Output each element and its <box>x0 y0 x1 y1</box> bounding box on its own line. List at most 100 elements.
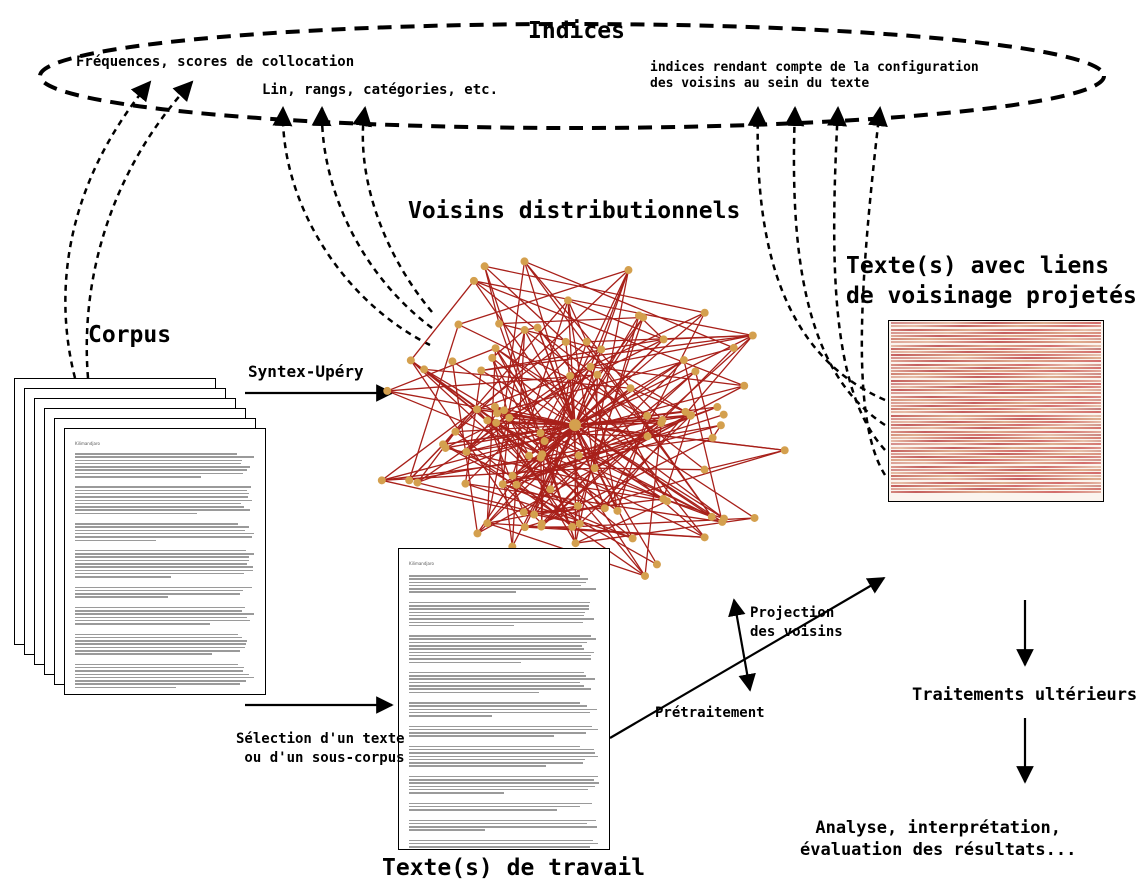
network-node <box>597 345 606 354</box>
corpus-title: Corpus <box>88 322 172 348</box>
network-node <box>659 335 668 344</box>
network-edge <box>484 266 577 544</box>
network-node <box>719 410 728 419</box>
text-paragraph <box>75 633 255 657</box>
projected-text-line <box>891 421 1101 423</box>
network-edge <box>590 334 753 368</box>
network-edge <box>458 269 629 326</box>
network-node <box>641 571 650 580</box>
projected-text-line <box>891 334 1101 337</box>
text-paragraph <box>75 453 255 479</box>
projected-text-line <box>891 446 1101 449</box>
network-node <box>472 405 481 414</box>
network-node <box>406 356 415 365</box>
network-node <box>729 343 738 352</box>
projected-text-line <box>891 456 1101 459</box>
network-node <box>691 367 700 376</box>
network-edge <box>387 390 543 455</box>
network-node <box>441 443 450 452</box>
network-edge <box>537 327 706 538</box>
network-edge <box>574 312 706 426</box>
network-edge <box>644 422 662 577</box>
network-edge <box>630 387 663 421</box>
network-edge <box>473 280 648 417</box>
dashed-link-corpus-freq-2 <box>85 80 194 379</box>
network-edge <box>481 334 753 372</box>
projected-text-line <box>891 344 1101 347</box>
network-node <box>448 357 457 366</box>
network-node <box>451 427 460 436</box>
projected-text-line <box>891 452 1101 455</box>
projected-text-line <box>891 487 1101 490</box>
network-edge <box>574 424 725 520</box>
text-paragraph <box>75 549 255 580</box>
projected-text-line <box>891 478 1101 481</box>
projected-text-line <box>891 366 1101 369</box>
network-node <box>483 416 492 425</box>
text-paragraph <box>409 745 599 769</box>
network-node <box>600 504 609 513</box>
projected-text-line <box>891 373 1101 376</box>
network-edge <box>387 374 598 392</box>
network-edge <box>455 424 576 433</box>
network-edge <box>590 366 745 387</box>
network-node <box>566 371 575 380</box>
network-node <box>628 534 637 543</box>
network-edge <box>662 415 691 421</box>
network-node <box>530 510 539 519</box>
network-edge <box>495 347 725 520</box>
network-edge <box>494 347 542 434</box>
network-edge <box>567 299 664 340</box>
network-edge <box>486 420 525 513</box>
network-node <box>652 560 661 569</box>
projected-text-line <box>891 382 1101 385</box>
analyse-label: Analyse, interprétation, évaluation des … <box>800 818 1077 861</box>
network-edge <box>540 467 596 528</box>
network-node <box>493 409 502 418</box>
projected-text-line <box>891 443 1101 446</box>
network-node <box>590 464 599 473</box>
indices-label: Indices <box>528 18 625 44</box>
network-node <box>658 416 667 425</box>
network-edge <box>534 498 664 516</box>
network-edge <box>442 269 629 445</box>
network-edge <box>502 483 633 539</box>
network-edge <box>604 312 706 509</box>
network-node <box>520 523 529 532</box>
network-node <box>461 479 470 488</box>
projected-text-line <box>891 325 1101 328</box>
network-node <box>492 418 501 427</box>
text-paragraph <box>75 586 255 600</box>
network-node <box>624 266 633 275</box>
network-node <box>582 337 591 346</box>
network-node <box>643 432 652 441</box>
network-node <box>490 402 499 411</box>
network-node <box>495 319 504 328</box>
network-edge <box>494 406 713 518</box>
dashed-link-voisins-lin-1 <box>272 106 431 347</box>
text-paragraph <box>409 575 599 595</box>
projected-text-line <box>891 379 1101 382</box>
projected-text-doc <box>888 320 1104 502</box>
text-paragraph <box>409 839 599 849</box>
projected-text-line <box>891 475 1101 478</box>
network-node <box>750 513 759 522</box>
text-paragraph <box>409 635 599 665</box>
text-paragraph <box>409 702 599 718</box>
network-node <box>593 370 602 379</box>
text-paragraph <box>75 606 255 627</box>
network-node <box>748 331 757 340</box>
network-edge <box>381 479 535 516</box>
network-node <box>564 296 573 305</box>
network-edge <box>523 260 632 389</box>
network-node <box>561 337 570 346</box>
projected-text-line <box>891 322 1101 325</box>
network-node <box>659 494 668 503</box>
network-edge <box>574 424 713 518</box>
projection-label: Projection des voisins <box>750 605 843 640</box>
projected-text-line <box>891 424 1101 427</box>
dashed-link-voisins-lin-2 <box>311 106 433 329</box>
projected-text-line <box>891 405 1101 408</box>
network-node <box>512 480 521 489</box>
